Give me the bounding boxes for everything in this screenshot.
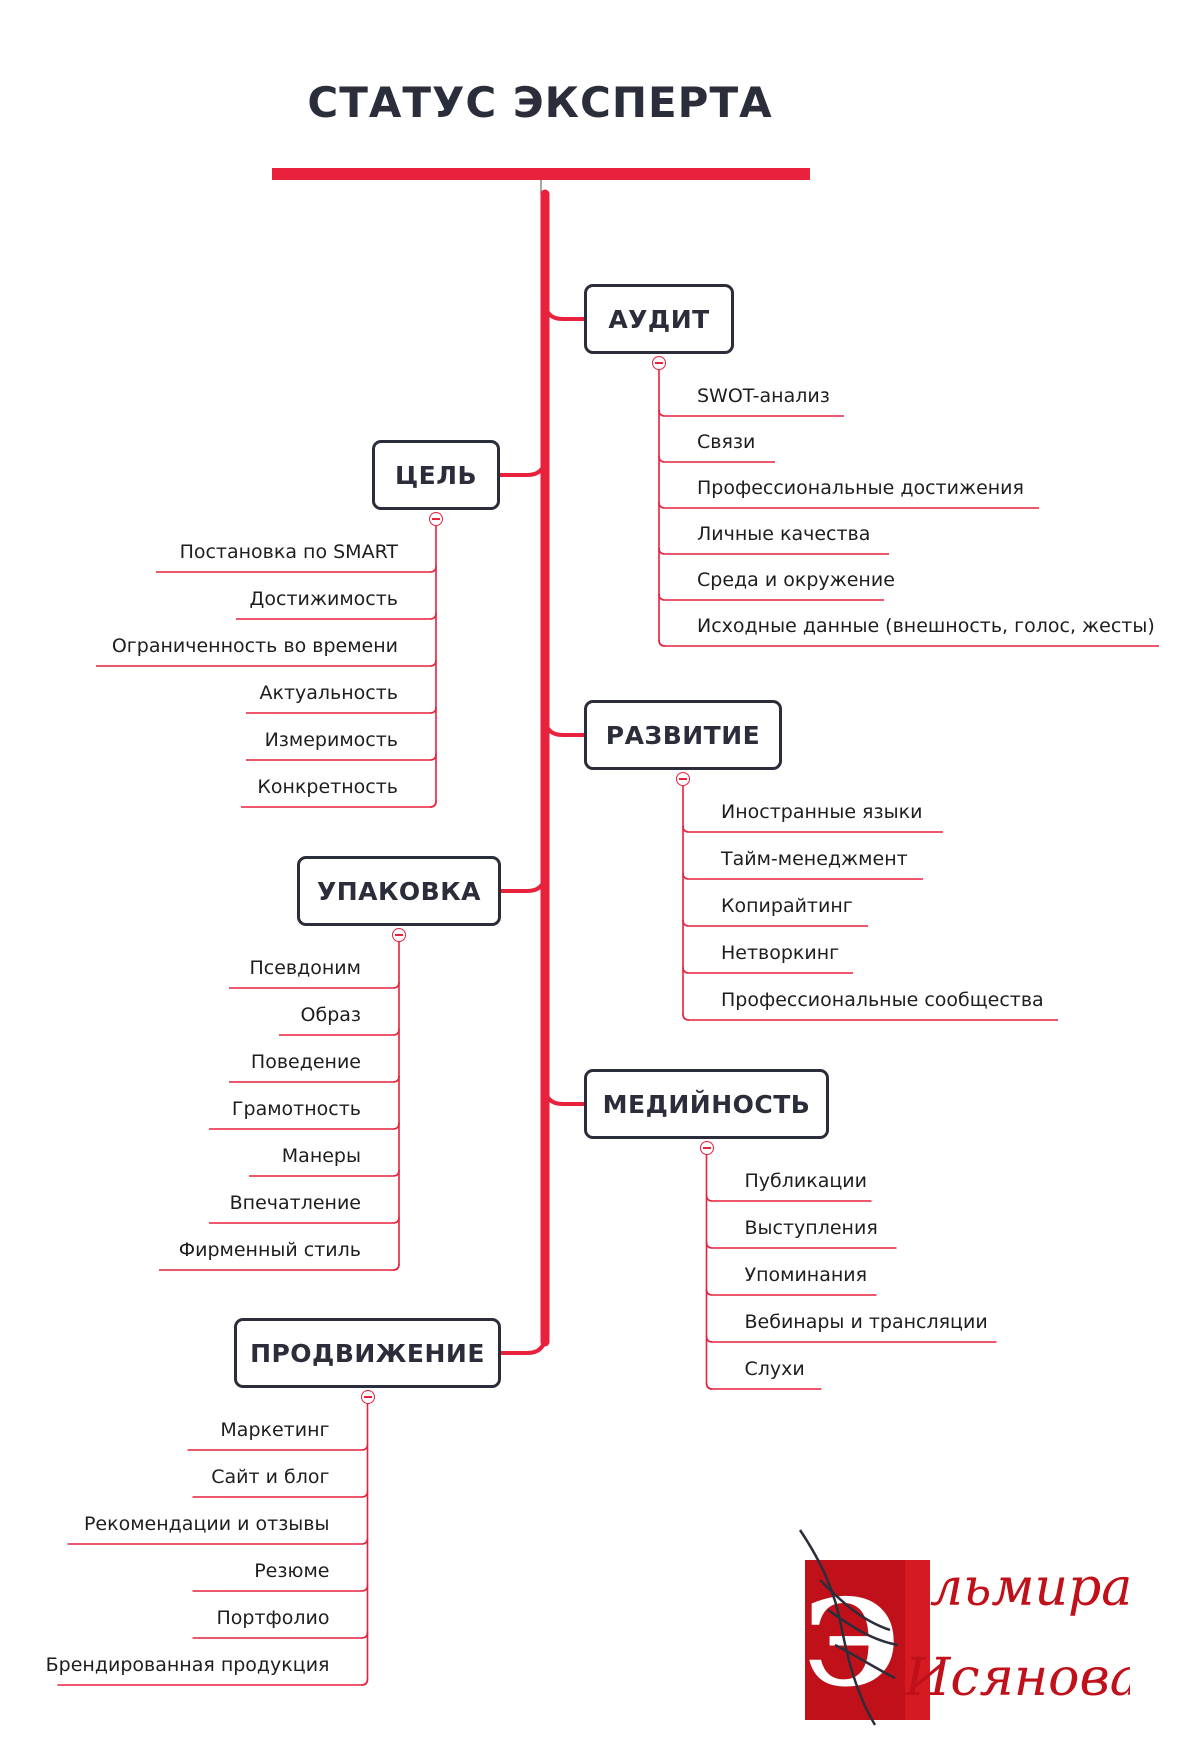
item-line-promotion-2 — [67, 1537, 369, 1545]
item-line-development-3 — [682, 966, 853, 974]
item-audit-3: Личные качества — [697, 523, 871, 545]
item-line-media-2 — [705, 1288, 877, 1296]
item-development-1: Тайм-менеджмент — [721, 848, 908, 870]
item-line-audit-2 — [658, 501, 1039, 509]
connector-goal — [500, 456, 547, 477]
logo-mark: Э — [798, 1529, 930, 1726]
connector-development — [543, 716, 584, 737]
item-line-goal-1 — [236, 612, 437, 620]
collapse-media-icon[interactable] — [699, 1141, 714, 1155]
item-line-promotion-5 — [57, 1678, 369, 1686]
logo-initial: Э — [804, 1573, 899, 1714]
item-development-2: Копирайтинг — [721, 895, 853, 917]
branch-node-goal[interactable]: ЦЕЛЬ — [372, 440, 500, 510]
item-media-4: Слухи — [744, 1358, 805, 1380]
item-line-packaging-6 — [159, 1263, 400, 1271]
connector-audit — [543, 300, 584, 321]
branch-line-development — [682, 786, 690, 1021]
item-packaging-0: Псевдоним — [249, 957, 362, 979]
item-audit-2: Профессиональные достижения — [697, 477, 1024, 499]
connector-promotion — [501, 1334, 547, 1355]
item-line-audit-5 — [658, 639, 1159, 647]
collapse-packaging-icon[interactable] — [392, 928, 406, 942]
item-audit-5: Исходные данные (внешность, голос, жесты… — [697, 615, 1155, 637]
item-packaging-3: Грамотность — [231, 1098, 361, 1120]
item-line-development-4 — [682, 1013, 1058, 1021]
item-media-3: Вебинары и трансляции — [744, 1311, 988, 1333]
item-line-development-2 — [682, 919, 868, 927]
item-goal-0: Постановка по SMART — [179, 541, 398, 563]
item-line-goal-2 — [96, 659, 437, 667]
item-promotion-2: Рекомендации и отзывы — [83, 1513, 330, 1535]
branch-node-media[interactable]: МЕДИЙНОСТЬ — [584, 1069, 829, 1139]
collapse-development-icon[interactable] — [676, 772, 690, 786]
item-line-promotion-3 — [192, 1584, 369, 1592]
item-goal-5: Конкретность — [257, 776, 398, 798]
collapse-audit-icon[interactable] — [652, 356, 666, 370]
quill-feather-icon — [798, 1529, 899, 1726]
author-logo: Э льмира Исянова — [798, 1529, 1130, 1726]
item-line-media-0 — [705, 1194, 872, 1202]
item-goal-4: Измеримость — [264, 729, 398, 751]
item-goal-1: Достижимость — [249, 588, 398, 610]
item-line-audit-0 — [658, 409, 844, 417]
item-development-4: Профессиональные сообщества — [721, 989, 1044, 1011]
item-audit-4: Среда и окружение — [697, 569, 895, 591]
item-packaging-2: Поведение — [250, 1051, 361, 1073]
item-line-packaging-0 — [229, 981, 400, 989]
logo-first-line: льмира — [930, 1558, 1130, 1618]
item-promotion-3: Резюме — [254, 1560, 330, 1582]
item-promotion-5: Брендированная продукция — [45, 1654, 330, 1676]
item-line-media-3 — [705, 1335, 997, 1343]
item-line-packaging-4 — [249, 1169, 400, 1177]
item-line-audit-4 — [658, 593, 884, 601]
item-line-goal-5 — [241, 800, 437, 808]
item-line-promotion-4 — [192, 1631, 369, 1639]
item-media-2: Упоминания — [744, 1264, 868, 1286]
item-audit-0: SWOT-анализ — [697, 385, 830, 407]
item-line-audit-3 — [658, 547, 889, 555]
collapse-goal-icon[interactable] — [429, 512, 443, 526]
item-promotion-4: Портфолио — [216, 1607, 330, 1629]
item-audit-1: Связи — [697, 431, 756, 453]
item-goal-2: Ограниченность во времени — [111, 635, 398, 657]
item-development-0: Иностранные языки — [721, 801, 923, 823]
item-line-media-1 — [705, 1241, 897, 1249]
branch-node-development[interactable]: РАЗВИТИЕ — [584, 700, 782, 770]
item-line-promotion-1 — [192, 1490, 369, 1498]
item-line-packaging-1 — [279, 1028, 400, 1036]
branch-node-promotion[interactable]: ПРОДВИЖЕНИЕ — [234, 1318, 501, 1388]
item-development-3: Нетворкинг — [721, 942, 840, 964]
item-line-media-4 — [705, 1382, 822, 1390]
item-packaging-4: Манеры — [281, 1145, 361, 1167]
connector-media — [543, 1085, 584, 1106]
item-line-goal-0 — [156, 565, 437, 573]
item-media-0: Публикации — [744, 1170, 868, 1192]
item-goal-3: Актуальность — [259, 682, 398, 704]
item-line-goal-3 — [246, 706, 437, 714]
item-line-development-1 — [682, 872, 923, 880]
item-line-packaging-3 — [209, 1122, 400, 1130]
item-line-promotion-0 — [187, 1443, 369, 1451]
collapse-promotion-icon[interactable] — [360, 1390, 375, 1404]
connector-packaging — [501, 872, 547, 893]
branch-node-packaging[interactable]: УПАКОВКА — [297, 856, 501, 926]
logo-second-line: Исянова — [904, 1648, 1130, 1708]
item-line-packaging-2 — [229, 1075, 400, 1083]
item-packaging-5: Впечатление — [229, 1192, 361, 1214]
item-line-packaging-5 — [209, 1216, 400, 1224]
item-line-audit-1 — [658, 455, 775, 463]
item-promotion-0: Маркетинг — [220, 1419, 330, 1441]
item-packaging-1: Образ — [300, 1004, 361, 1026]
page-title: СТАТУС ЭКСПЕРТА — [307, 78, 773, 127]
item-promotion-1: Сайт и блог — [211, 1466, 330, 1488]
item-line-development-0 — [682, 825, 943, 833]
item-line-goal-4 — [246, 753, 437, 761]
branch-node-audit[interactable]: АУДИТ — [584, 284, 734, 354]
item-media-1: Выступления — [744, 1217, 878, 1239]
item-packaging-6: Фирменный стиль — [178, 1239, 361, 1261]
branch-line-media — [705, 1155, 713, 1390]
